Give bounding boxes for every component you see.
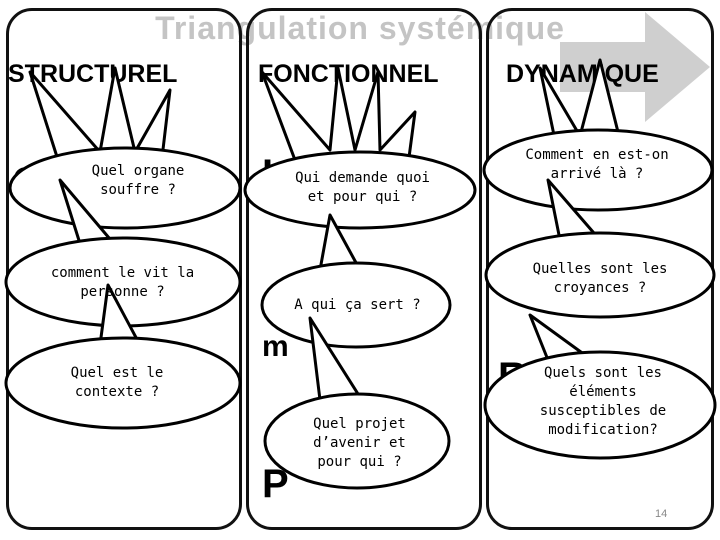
bubble-contexte-text: Quel est le contexte ? [70,365,164,400]
bubble-sert [260,261,452,349]
bubble-arrive [482,128,714,212]
bubble-demande-tail [260,66,417,167]
fonctionnel-heading: FONCTIONNEL [258,60,439,88]
bubble-croyances-text: Quelles sont les croyances ? [532,261,668,296]
bubble-contexte [4,336,242,430]
bubble-demande-text: Qui demande quoi et pour qui ? [295,170,430,205]
fonctionnel-column [246,8,482,530]
bubble-projet-text: Quel projet d’avenir et pour qui ? [313,416,406,470]
right-arrow-shape [560,12,710,122]
structurel-column [6,8,242,530]
bubble-demande [243,150,477,230]
bubble-arrive-tail [538,58,622,142]
bubble-projet [263,392,451,490]
hidden-letter: m [262,330,289,363]
bubble-arrive-text: Comment en est-on arrivé là ? [525,147,669,182]
dynamique-heading: DYNAMIQUE [506,60,659,88]
bubble-modification-text: Quels sont les éléments susceptibles de … [539,365,667,438]
bubble-vit-text: comment le vit la personne ? [50,265,195,300]
page-number: 14 [655,508,668,520]
bubble-modification [483,350,717,460]
bubble-organe-text: Quel organe souffre ? [91,163,185,198]
bubble-croyances [484,231,716,319]
bubble-sert-text: A qui ça sert ? [294,297,421,313]
bubble-organe-tail [28,66,172,162]
